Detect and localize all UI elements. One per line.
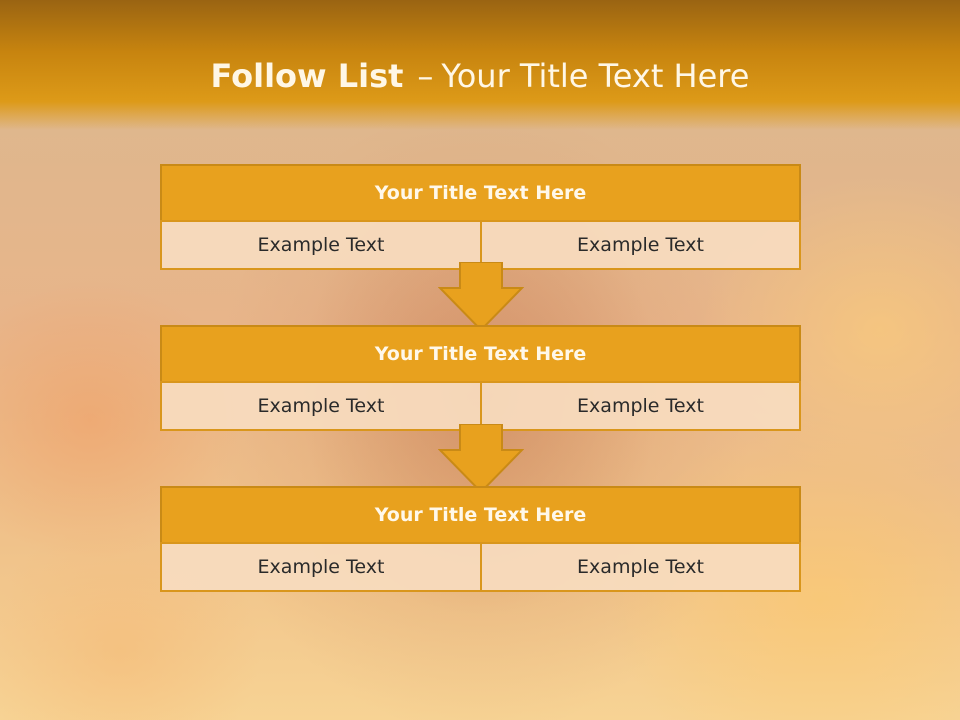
slide-title-dash: – [417,57,434,95]
step-2-title: Your Title Text Here [160,325,801,383]
step-1-right-text: Example Text [480,220,801,270]
step-1-title: Your Title Text Here [160,164,801,222]
step-3-right-text: Example Text [480,542,801,592]
down-arrow-icon [438,424,524,494]
step-1-left-text: Example Text [160,220,482,270]
down-arrow-icon [438,262,524,332]
slide-title-bold: Follow List [210,57,404,95]
step-3-title: Your Title Text Here [160,486,801,544]
slide-title: Follow List–Your Title Text Here [0,52,960,100]
step-3-left-text: Example Text [160,542,482,592]
header-band [0,0,960,130]
step-2-left-text: Example Text [160,381,482,431]
step-2-right-text: Example Text [480,381,801,431]
slide-title-rest: Your Title Text Here [441,57,750,95]
